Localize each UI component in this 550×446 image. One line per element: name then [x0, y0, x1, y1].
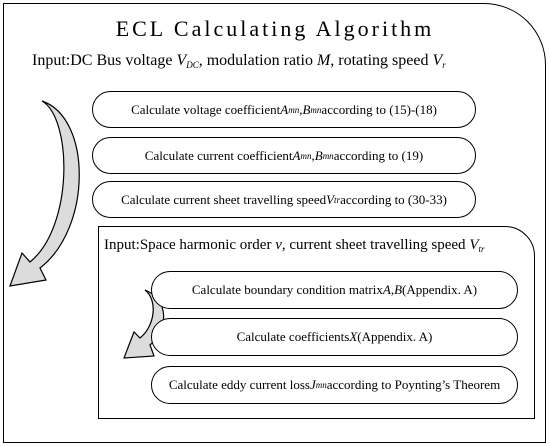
symbol-a: A	[280, 101, 289, 117]
symbol-x: X	[349, 329, 358, 344]
symbol-a-sub: mn	[288, 104, 300, 115]
modulation-symbol: M	[316, 52, 331, 69]
inner-input-line: Input:Space harmonic order v, current sh…	[104, 237, 485, 254]
step-text: Calculate coefficients	[236, 329, 350, 344]
symbol-a-sub: tr	[334, 194, 341, 205]
step-travelling-speed: Calculate current sheet travelling speed…	[92, 181, 476, 218]
step-text: Calculate current sheet travelling speed	[121, 191, 327, 207]
step-text: Calculate current coefficient	[144, 147, 293, 163]
separator: ,	[311, 147, 315, 163]
step-ref: according to (30-33)	[340, 191, 447, 207]
separator: ,	[390, 282, 395, 297]
step-text: Calculate eddy current loss	[168, 377, 310, 392]
dc-voltage-symbol: V	[176, 52, 187, 69]
symbol-j: J	[309, 377, 316, 392]
step-text: Calculate voltage coefficient	[131, 101, 281, 117]
outer-input-line: Input:DC Bus voltage VDC, modulation rat…	[32, 52, 446, 70]
symbol-j-sub: mn	[315, 380, 327, 390]
inner-input-prefix: Input:Space harmonic order	[104, 237, 276, 253]
outer-input-mid: , modulation ratio	[198, 52, 317, 69]
symbol-b: B	[314, 147, 323, 163]
step-ref: according to (15)-(18)	[321, 101, 437, 117]
separator: ,	[299, 101, 303, 117]
travel-speed-subscript: tr	[478, 244, 485, 254]
harmonic-order-symbol: v	[275, 237, 282, 253]
outer-loop-arrow	[9, 100, 80, 287]
outer-input-prefix: Input:DC Bus voltage	[32, 52, 177, 69]
symbol-a: A	[292, 147, 301, 163]
step-ref: (Appendix. A)	[402, 282, 478, 297]
step-ref: according to (19)	[333, 147, 424, 163]
step-ref: (Appendix. A)	[357, 329, 433, 344]
algorithm-title: ECL Calculating Algorithm	[115, 16, 435, 41]
symbol-b-sub: mn	[310, 104, 322, 115]
outer-input-mid2: , rotating speed	[330, 52, 433, 69]
speed-subscript: r	[442, 60, 446, 70]
dc-voltage-subscript: DC	[186, 60, 199, 70]
symbol-b: B	[394, 282, 403, 297]
outer-algorithm-frame	[3, 3, 546, 443]
symbol-b: B	[302, 101, 311, 117]
step-ref: according to Poynting’s Theorem	[326, 377, 501, 392]
symbol-a: V	[326, 191, 335, 207]
inner-input-mid: , current sheet travelling speed	[281, 237, 470, 253]
symbol-a: A	[382, 282, 391, 297]
step-coefficients-x: Calculate coefficients X (Appendix. A)	[151, 318, 518, 356]
travel-speed-symbol: V	[469, 237, 479, 253]
symbol-a-sub: mn	[300, 150, 312, 161]
symbol-b-sub: mn	[322, 150, 334, 161]
speed-symbol: V	[432, 52, 443, 69]
step-text: Calculate boundary condition matrix	[191, 282, 383, 297]
step-boundary-matrix: Calculate boundary condition matrix A, B…	[151, 271, 518, 309]
inner-loop-frame	[98, 226, 535, 419]
